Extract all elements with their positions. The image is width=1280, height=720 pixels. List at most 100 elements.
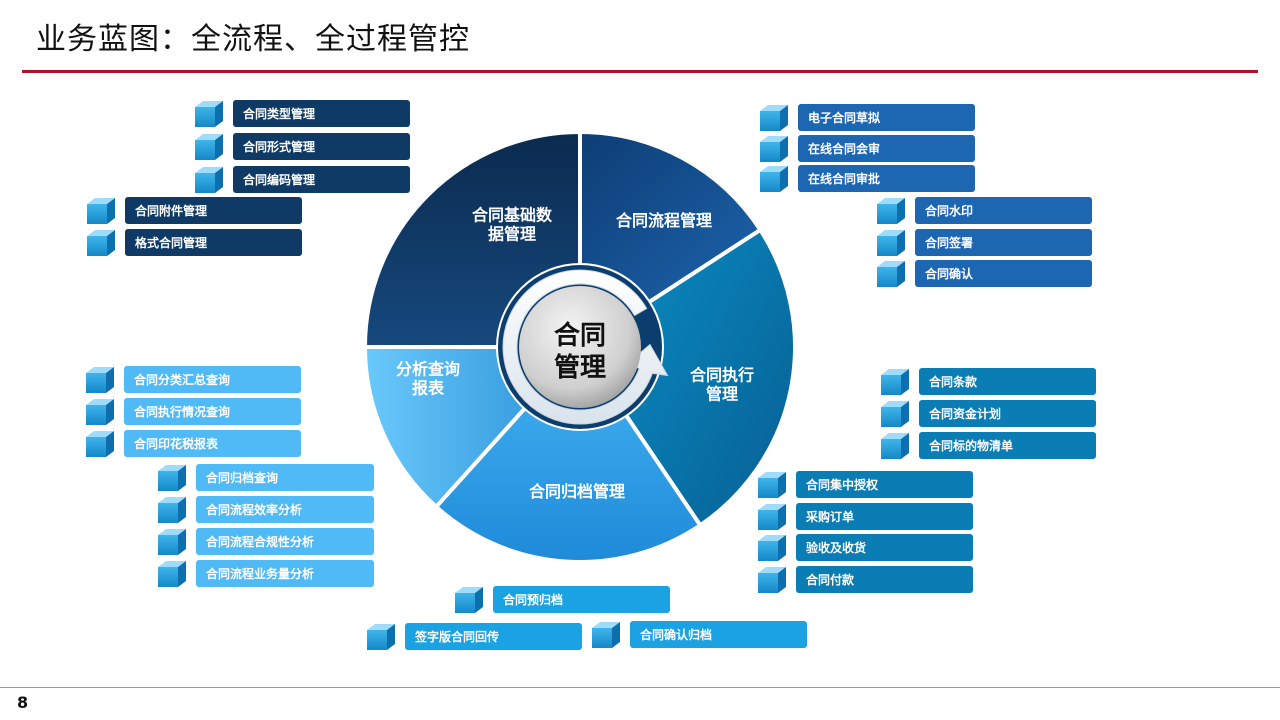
cube-icon [875, 196, 907, 226]
feature-item-analysis: 合同流程合规性分析 [156, 528, 374, 555]
feature-label: 合同资金计划 [919, 400, 1096, 427]
cube-icon [156, 527, 188, 557]
cube-icon [879, 431, 911, 461]
cube-icon [758, 164, 790, 194]
feature-label: 签字版合同回传 [405, 623, 582, 650]
cube-icon [756, 470, 788, 500]
page-number: 8 [17, 693, 29, 712]
cube-icon [879, 367, 911, 397]
feature-label: 合同集中授权 [796, 471, 973, 498]
wheel-segment-label-line: 合同基础数 [472, 206, 553, 225]
cube-icon [85, 228, 117, 258]
feature-label: 合同标的物清单 [919, 432, 1096, 459]
feature-item-execution: 采购订单 [756, 503, 973, 530]
feature-item-basic: 合同形式管理 [193, 133, 410, 160]
feature-item-process: 合同签署 [875, 229, 1092, 256]
feature-label: 合同流程效率分析 [196, 496, 374, 523]
wheel-segment-label-line: 管理 [706, 385, 738, 404]
feature-item-basic: 合同附件管理 [85, 197, 302, 224]
feature-item-analysis: 合同流程效率分析 [156, 496, 374, 523]
feature-item-analysis: 合同执行情况查询 [84, 398, 301, 425]
feature-label: 合同签署 [915, 229, 1092, 256]
cube-icon [193, 99, 225, 129]
feature-item-execution: 合同标的物清单 [879, 432, 1096, 459]
wheel-segment-label-basic: 合同基础数据管理 [472, 206, 553, 244]
wheel-segment-label-line: 合同归档管理 [529, 482, 625, 501]
feature-item-analysis: 合同印花税报表 [84, 430, 301, 457]
cube-icon [193, 165, 225, 195]
cycle-arrow-icon [502, 269, 669, 425]
cube-icon [758, 134, 790, 164]
wheel-segment-label-execution: 合同执行管理 [690, 366, 754, 404]
cube-icon [193, 132, 225, 162]
feature-item-process: 电子合同草拟 [758, 104, 975, 131]
feature-item-analysis: 合同归档查询 [156, 464, 374, 491]
feature-item-process: 在线合同会审 [758, 135, 975, 162]
feature-item-execution: 合同集中授权 [756, 471, 973, 498]
feature-label: 合同编码管理 [233, 166, 410, 193]
cube-icon [156, 495, 188, 525]
feature-label: 电子合同草拟 [798, 104, 975, 131]
feature-label: 合同流程业务量分析 [196, 560, 374, 587]
feature-label: 合同印花税报表 [124, 430, 301, 457]
wheel-segment-label-line: 据管理 [488, 225, 536, 244]
wheel-segment-label-analysis: 分析查询报表 [396, 360, 460, 398]
wheel-segment-label-line: 报表 [412, 379, 445, 398]
cube-icon [84, 365, 116, 395]
feature-item-process: 合同确认 [875, 260, 1092, 287]
feature-item-archive: 签字版合同回传 [365, 623, 582, 650]
feature-label: 合同预归档 [493, 586, 670, 613]
wheel-segment-label-line: 分析查询 [396, 360, 460, 379]
feature-label: 合同执行情况查询 [124, 398, 301, 425]
page-title: 业务蓝图：全流程、全过程管控 [36, 22, 470, 57]
footer-divider [0, 687, 1280, 688]
feature-item-analysis: 合同分类汇总查询 [84, 366, 301, 393]
wheel-segment-label-line: 合同执行 [690, 366, 754, 385]
cube-icon [756, 533, 788, 563]
feature-label: 合同确认 [915, 260, 1092, 287]
feature-item-execution: 合同资金计划 [879, 400, 1096, 427]
feature-label: 合同归档查询 [196, 464, 374, 491]
cube-icon [453, 585, 485, 615]
cube-icon [156, 463, 188, 493]
feature-item-execution: 验收及收货 [756, 534, 973, 561]
cube-icon [85, 196, 117, 226]
feature-item-archive: 合同确认归档 [590, 621, 807, 648]
feature-label: 合同付款 [796, 566, 973, 593]
feature-label: 合同条款 [919, 368, 1096, 395]
cube-icon [756, 565, 788, 595]
feature-item-basic: 合同类型管理 [193, 100, 410, 127]
feature-item-execution: 合同付款 [756, 566, 973, 593]
feature-label: 合同水印 [915, 197, 1092, 224]
wheel-segment-label-archive: 合同归档管理 [529, 482, 625, 501]
feature-item-process: 在线合同审批 [758, 165, 975, 192]
feature-item-basic: 合同编码管理 [193, 166, 410, 193]
feature-label: 合同确认归档 [630, 621, 807, 648]
feature-item-archive: 合同预归档 [453, 586, 670, 613]
feature-label: 合同附件管理 [125, 197, 302, 224]
feature-label: 合同形式管理 [233, 133, 410, 160]
feature-label: 验收及收货 [796, 534, 973, 561]
center-hub-label: 管理 [554, 353, 606, 383]
cube-icon [875, 228, 907, 258]
cube-icon [84, 429, 116, 459]
feature-item-process: 合同水印 [875, 197, 1092, 224]
feature-label: 合同类型管理 [233, 100, 410, 127]
cube-icon [756, 502, 788, 532]
cube-icon [365, 622, 397, 652]
cube-icon [758, 103, 790, 133]
cube-icon [879, 399, 911, 429]
wheel-segment-label-line: 合同流程管理 [616, 211, 712, 230]
feature-label: 合同分类汇总查询 [124, 366, 301, 393]
feature-label: 格式合同管理 [125, 229, 302, 256]
feature-item-basic: 格式合同管理 [85, 229, 302, 256]
feature-label: 采购订单 [796, 503, 973, 530]
wheel-segment-label-process: 合同流程管理 [616, 211, 712, 230]
feature-label: 在线合同会审 [798, 135, 975, 162]
cube-icon [875, 259, 907, 289]
title-divider [22, 70, 1258, 73]
cube-icon [84, 397, 116, 427]
center-hub [519, 286, 641, 408]
feature-item-execution: 合同条款 [879, 368, 1096, 395]
